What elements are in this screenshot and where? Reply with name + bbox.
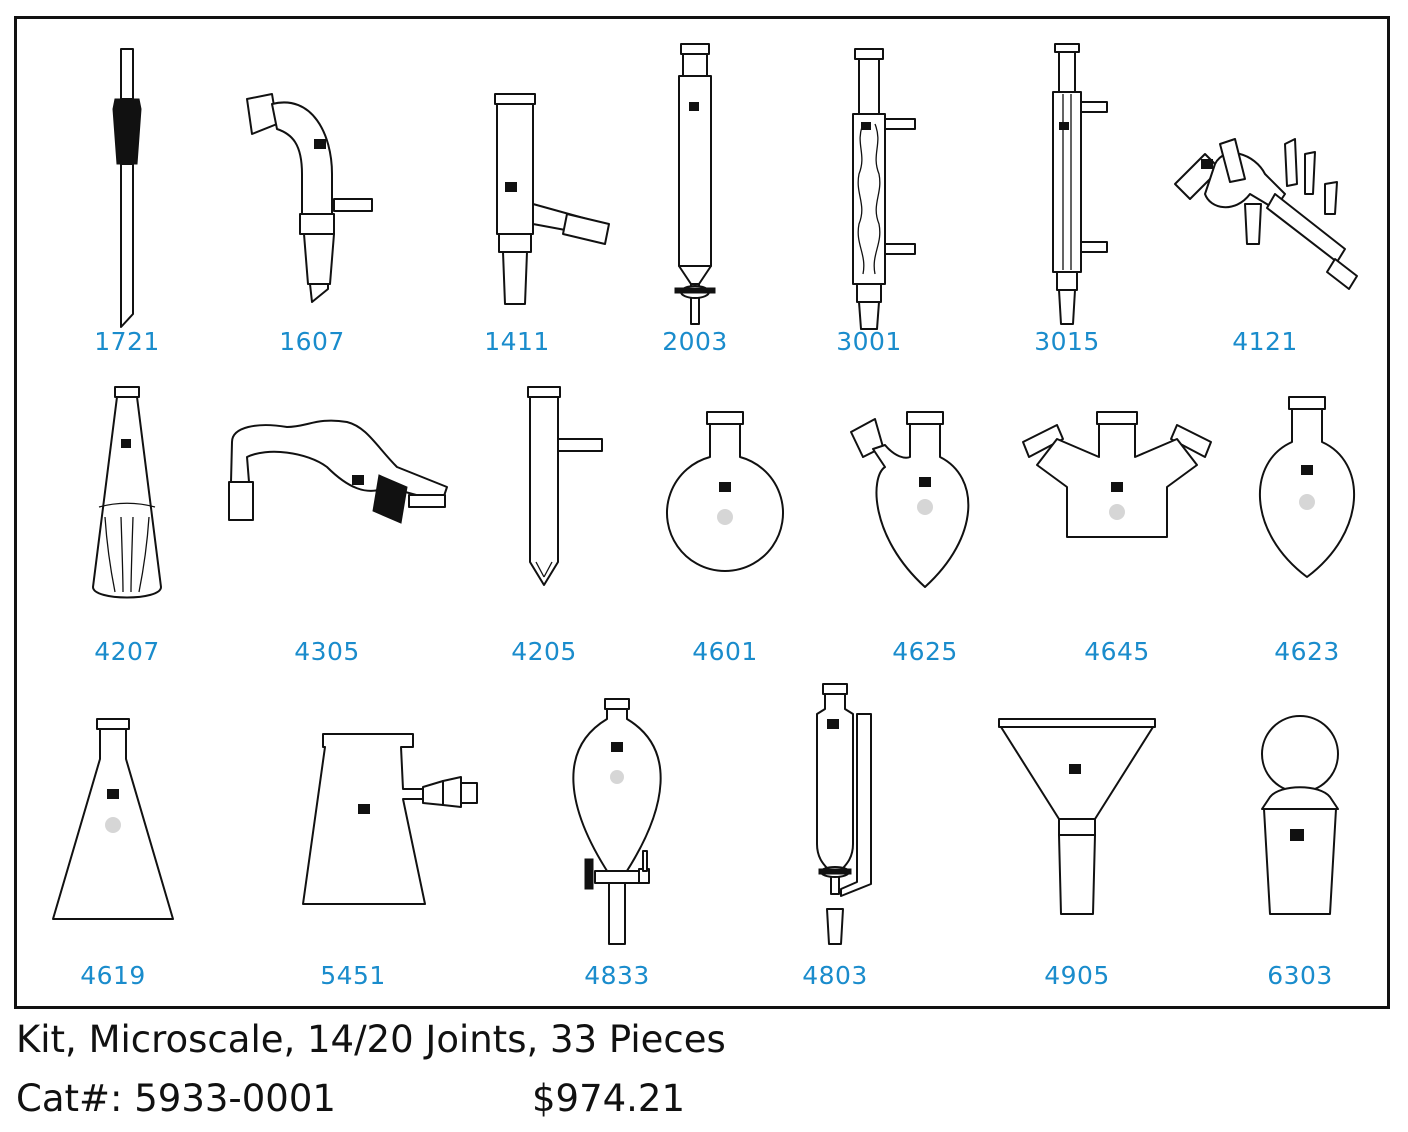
- separatory-funnel-icon: [572, 698, 662, 945]
- item-number: 3015: [1034, 327, 1100, 356]
- item-4619: 4619: [23, 718, 203, 990]
- kit-title: Kit, Microscale, 14/20 Joints, 33 Pieces: [16, 1018, 726, 1061]
- price: $974.21: [532, 1077, 686, 1120]
- item-1607: 1607: [222, 44, 402, 356]
- bent-vacuum-adapter-icon: [246, 93, 373, 303]
- distillation-apparatus-icon: [1174, 138, 1358, 290]
- filter-flask-icon: [302, 733, 478, 905]
- item-number: 1411: [484, 327, 550, 356]
- catalog-number: Cat#: 5933-0001: [16, 1077, 336, 1120]
- catalog-frame: 1721 1607 1411: [14, 16, 1390, 1009]
- item-number: 4207: [94, 637, 160, 666]
- item-number: 4305: [294, 637, 360, 666]
- item-4803: 4803: [745, 683, 925, 990]
- stopper-icon: [1261, 715, 1339, 915]
- pear-shaped-flask-icon: [1259, 396, 1355, 578]
- addition-funnel-icon: [816, 683, 872, 945]
- drying-tube-icon: [228, 419, 448, 524]
- item-number: 4625: [892, 637, 958, 666]
- item-number: 2003: [662, 327, 728, 356]
- item-number: 4601: [692, 637, 758, 666]
- item-4205: 4205: [454, 386, 634, 666]
- item-5451: 5451: [263, 719, 478, 990]
- item-number: 4645: [1084, 637, 1150, 666]
- item-4121: 4121: [1174, 44, 1358, 356]
- round-bottom-flask-icon: [666, 411, 784, 572]
- item-number: 1607: [279, 327, 345, 356]
- item-number: 4619: [80, 961, 146, 990]
- distillation-head-icon: [494, 93, 610, 305]
- item-4601: 4601: [635, 387, 815, 666]
- erlenmeyer-flask-icon: [52, 718, 174, 920]
- item-number: 3001: [836, 327, 902, 356]
- item-number: 5451: [320, 961, 386, 990]
- item-4833: 4833: [527, 698, 707, 990]
- powder-funnel-icon: [998, 718, 1156, 915]
- three-neck-flask-icon: [1022, 411, 1212, 538]
- item-4305: 4305: [228, 387, 448, 666]
- item-4207: 4207: [37, 386, 217, 666]
- item-4645: 4645: [1022, 387, 1212, 666]
- hickman-still-icon: [92, 386, 162, 599]
- allihn-condenser-icon: [852, 48, 916, 330]
- item-number: 4205: [511, 637, 577, 666]
- thermometer-adapter-icon: [112, 48, 142, 328]
- item-number: 4121: [1232, 327, 1298, 356]
- item-2003: 2003: [605, 43, 785, 356]
- chromatography-column-icon: [674, 43, 716, 325]
- item-3015: 3015: [977, 43, 1157, 356]
- item-number: 6303: [1267, 961, 1333, 990]
- item-number: 4803: [802, 961, 868, 990]
- item-4625: 4625: [835, 387, 1015, 666]
- item-3001: 3001: [779, 44, 959, 356]
- item-number: 4623: [1274, 637, 1340, 666]
- item-4905: 4905: [987, 718, 1167, 990]
- liebig-condenser-icon: [1052, 43, 1108, 325]
- item-1721: 1721: [37, 44, 217, 356]
- side-arm-test-tube-icon: [527, 386, 603, 586]
- item-1411: 1411: [427, 44, 610, 356]
- item-6303: 6303: [1210, 715, 1390, 990]
- item-number: 4905: [1044, 961, 1110, 990]
- two-neck-pear-flask-icon: [850, 411, 970, 588]
- item-number: 4833: [584, 961, 650, 990]
- item-number: 1721: [94, 327, 160, 356]
- item-4623: 4623: [1217, 387, 1397, 666]
